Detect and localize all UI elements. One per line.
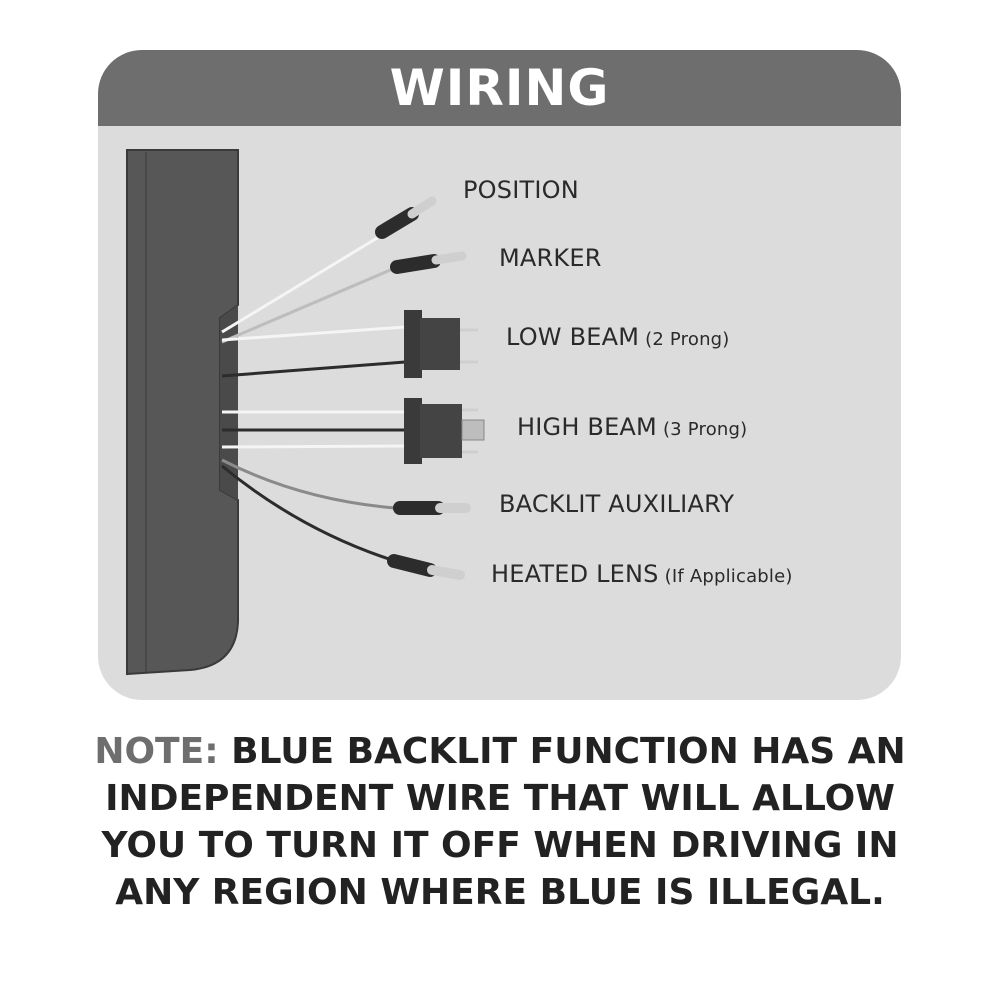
label-marker: MARKER	[499, 244, 602, 272]
high-beam-connector	[221, 398, 485, 464]
label-low-beam-text: LOW BEAM	[506, 323, 640, 351]
label-high-beam-sub: (3 Prong)	[662, 419, 748, 440]
note-block: NOTE: BLUE BACKLIT FUNCTION HAS AN INDEP…	[60, 728, 940, 916]
label-heated-lens: HEATED LENS(If Applicable)	[491, 560, 793, 588]
low-beam-connector	[221, 310, 478, 378]
position-wire	[221, 196, 437, 334]
note-prefix: NOTE:	[94, 731, 219, 772]
marker-wire	[221, 251, 467, 344]
panel-header: WIRING	[98, 50, 901, 126]
label-position-text: POSITION	[463, 176, 579, 204]
label-backlit-auxiliary-text: BACKLIT AUXILIARY	[499, 490, 735, 518]
label-marker-text: MARKER	[499, 244, 602, 272]
label-high-beam: HIGH BEAM(3 Prong)	[517, 413, 747, 441]
label-backlit-auxiliary: BACKLIT AUXILIARY	[499, 490, 734, 518]
label-position: POSITION	[463, 176, 579, 204]
label-heated-lens-sub: (If Applicable)	[664, 566, 793, 587]
label-high-beam-text: HIGH BEAM	[517, 413, 657, 441]
headlight-housing	[126, 149, 239, 676]
label-low-beam: LOW BEAM(2 Prong)	[506, 323, 730, 351]
heated-lens-wire	[221, 464, 465, 580]
label-heated-lens-text: HEATED LENS	[491, 560, 659, 588]
panel-title: WIRING	[389, 59, 610, 117]
note-text: BLUE BACKLIT FUNCTION HAS AN INDEPENDENT…	[101, 731, 906, 913]
backlit-auxiliary-wire	[221, 458, 471, 515]
label-low-beam-sub: (2 Prong)	[645, 329, 730, 350]
